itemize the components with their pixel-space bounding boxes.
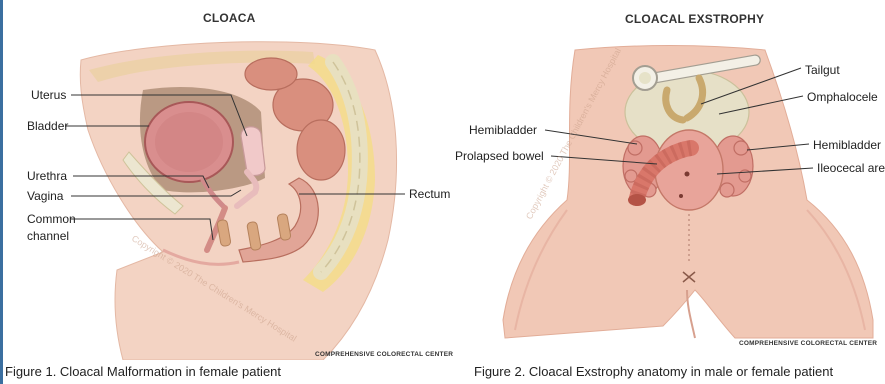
label-channel: channel [27, 229, 69, 243]
figure1-caption: Figure 1. Cloacal Malformation in female… [5, 364, 281, 379]
exstrophy-diagram: CLOACAL EXSTROPHY Tailgut Omphalocele He… [455, 0, 885, 360]
label-omphalocele: Omphalocele [807, 90, 878, 104]
figure1-footer: COMPREHENSIVE COLORECTAL CENTER [315, 351, 453, 358]
label-hemibladder-left: Hemibladder [469, 123, 537, 137]
label-uterus: Uterus [31, 88, 66, 102]
label-rectum: Rectum [409, 187, 450, 201]
figure-cloaca: CLOACA Uterus Bladder Urethra Vagina Com… [3, 0, 455, 360]
ileocecal-opening [685, 172, 690, 177]
figure1-title: CLOACA [203, 11, 256, 25]
label-common: Common [27, 212, 76, 226]
cloaca-diagram: CLOACA Uterus Bladder Urethra Vagina Com… [3, 0, 455, 360]
figure2-footer: COMPREHENSIVE COLORECTAL CENTER [739, 340, 877, 347]
gluteal-cleft [687, 290, 695, 338]
ileocecal-opening-lower [679, 194, 683, 198]
label-tailgut: Tailgut [805, 63, 840, 77]
label-hemibladder-right: Hemibladder [813, 138, 881, 152]
label-vagina: Vagina [27, 189, 64, 203]
figure-cloacal-exstrophy: CLOACAL EXSTROPHY Tailgut Omphalocele He… [455, 0, 885, 360]
bladder [145, 102, 233, 182]
figure2-title: CLOACAL EXSTROPHY [625, 12, 764, 26]
label-urethra: Urethra [27, 169, 67, 183]
label-prolapsed-bowel: Prolapsed bowel [455, 149, 544, 163]
figure2-caption: Figure 2. Cloacal Exstrophy anatomy in m… [474, 364, 833, 379]
label-bladder: Bladder [27, 119, 68, 133]
label-ileocecal: Ileocecal area [817, 161, 885, 175]
prolapsed-bowel-tip [628, 194, 646, 206]
